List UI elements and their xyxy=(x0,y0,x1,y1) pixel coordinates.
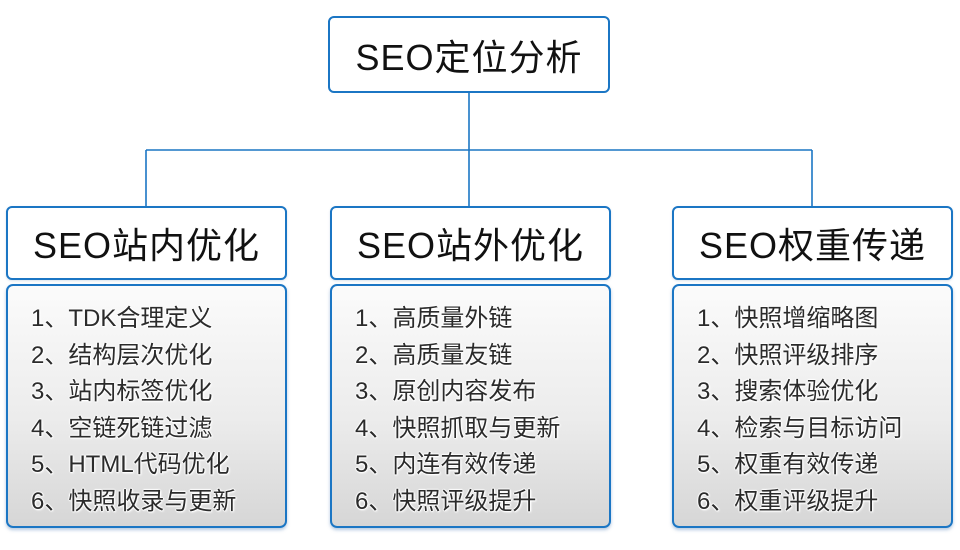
node-weight-transfer[interactable]: SEO权重传递 xyxy=(672,206,953,280)
list-item: 5、HTML代码优化 xyxy=(31,451,230,478)
root-node-title: SEO定位分析 xyxy=(355,36,583,78)
list-item: 4、空链死链过滤 xyxy=(31,414,213,442)
list-item: 2、快照评级排序 xyxy=(697,341,879,369)
list-offsite-optimization: 1、高质量外链 2、高质量友链 3、原创内容发布 4、快照抓取与更新 5、内连有… xyxy=(330,284,611,528)
list-item: 4、检索与目标访问 xyxy=(697,414,903,442)
list-item: 6、快照收录与更新 xyxy=(31,487,237,515)
node-onsite-optimization[interactable]: SEO站内优化 xyxy=(6,206,287,280)
list-item: 5、内连有效传递 xyxy=(355,451,537,478)
root-node[interactable]: SEO定位分析 xyxy=(328,16,610,93)
list-item: 6、快照评级提升 xyxy=(355,487,537,515)
list-item: 1、快照增缩略图 xyxy=(697,305,879,332)
list-item: 4、快照抓取与更新 xyxy=(355,414,561,442)
list-onsite-optimization: 1、TDK合理定义 2、结构层次优化 3、站内标签优化 4、空链死链过滤 5、H… xyxy=(6,284,287,528)
list-item: 5、权重有效传递 xyxy=(697,451,879,478)
list-weight-transfer: 1、快照增缩略图 2、快照评级排序 3、搜索体验优化 4、检索与目标访问 5、权… xyxy=(672,284,953,528)
list-item: 3、站内标签优化 xyxy=(31,378,213,405)
list-item: 2、高质量友链 xyxy=(355,341,513,369)
list-item: 6、权重评级提升 xyxy=(697,487,879,515)
list-item: 1、高质量外链 xyxy=(355,305,513,332)
list-item: 3、原创内容发布 xyxy=(355,378,537,405)
node-weight-title: SEO权重传递 xyxy=(698,225,927,266)
node-offsite-title: SEO站外优化 xyxy=(356,225,585,266)
node-onsite-title: SEO站内优化 xyxy=(32,225,261,266)
list-item: 2、结构层次优化 xyxy=(31,341,213,369)
node-offsite-optimization[interactable]: SEO站外优化 xyxy=(330,206,611,280)
list-item: 3、搜索体验优化 xyxy=(697,378,879,405)
list-item: 1、TDK合理定义 xyxy=(31,305,213,332)
